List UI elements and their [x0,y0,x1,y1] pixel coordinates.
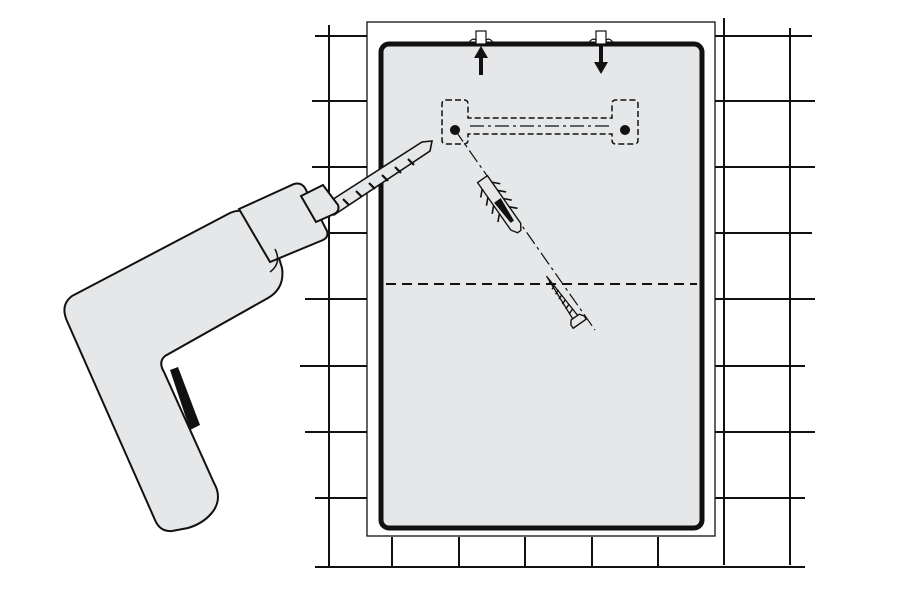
wall-plug-icon [476,174,522,234]
drill-hole-right [620,125,630,135]
screw-icon [545,275,588,330]
arrow-up-icon [474,46,488,75]
drill-grip-pad [170,367,200,430]
drill-motor-seam [269,248,279,273]
drill-body [63,209,284,533]
top-clips [467,30,615,45]
assembly-guide-line [454,129,596,331]
power-drill-icon [63,182,340,533]
drill-chuck [299,183,340,224]
mounting-bracket [441,99,639,145]
mounted-panel [378,41,705,531]
arrow-down-icon [594,44,608,74]
